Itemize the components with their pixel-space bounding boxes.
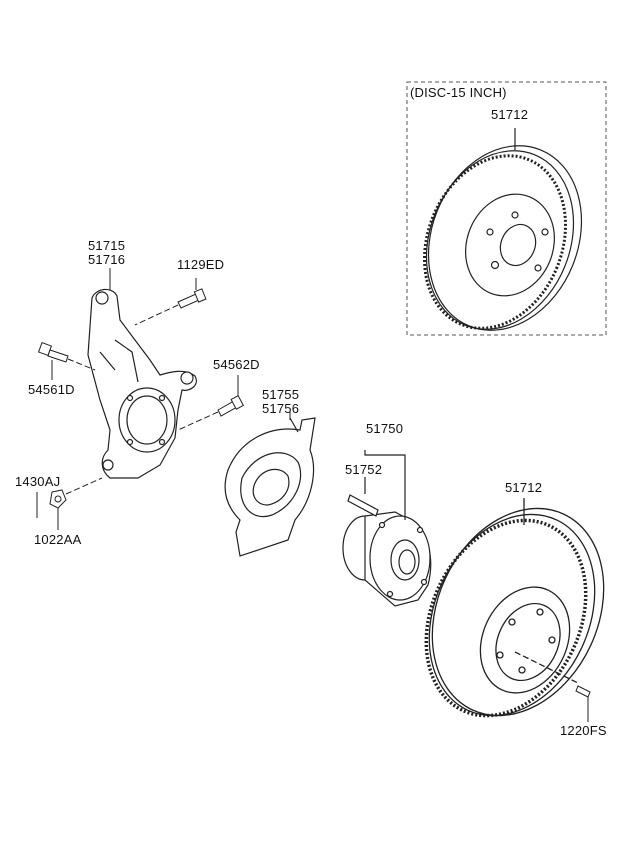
inset-box <box>406 81 607 336</box>
part-label-51752: 51752 <box>345 462 383 477</box>
part-label-1220FS: 1220FS <box>560 723 607 738</box>
part-label-1129ED: 1129ED <box>177 257 225 272</box>
inset-brake-disc <box>422 128 583 331</box>
part-label-54562D: 54562D <box>213 357 260 372</box>
part-label-51716: 51716 <box>88 252 126 267</box>
steering-knuckle <box>87 288 197 479</box>
inset-title: (DISC-15 INCH) <box>410 85 507 100</box>
bolt-54561D-drawing <box>37 341 96 380</box>
dust-shield <box>224 417 316 557</box>
wheel-hub <box>342 450 432 607</box>
screw-1220FS-drawing <box>575 685 591 722</box>
bolt-1129ED-drawing <box>134 278 207 326</box>
part-label-51755: 51755 <box>262 387 300 402</box>
part-label-1022AA: 1022AA <box>34 532 82 547</box>
part-label-54561D: 54561D <box>28 382 75 397</box>
part-label-51750: 51750 <box>366 421 404 436</box>
main-brake-disc <box>424 498 605 718</box>
pin-and-nut-drawing <box>36 477 103 530</box>
part-label-51715: 51715 <box>88 238 126 253</box>
part-label-disc-main: 51712 <box>505 480 543 495</box>
part-label-disc-inset: 51712 <box>491 107 529 122</box>
part-label-1430AJ: 1430AJ <box>15 474 61 489</box>
bolt-54562D-drawing <box>177 375 245 431</box>
part-label-51756: 51756 <box>262 401 300 416</box>
